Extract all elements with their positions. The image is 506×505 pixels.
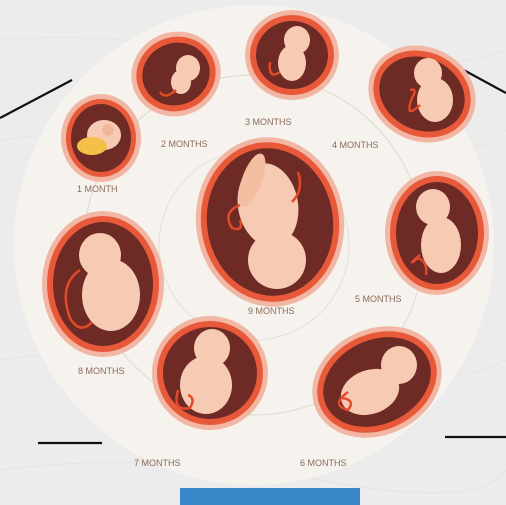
label-1-month: 1 MONTH — [77, 184, 118, 194]
womb-month-5 — [385, 171, 489, 295]
label-7-months: 7 MONTHS — [134, 458, 181, 468]
label-5-months: 5 MONTHS — [355, 294, 402, 304]
womb-month-8 — [42, 211, 164, 357]
label-2-months: 2 MONTHS — [161, 139, 208, 149]
womb-month-3 — [245, 10, 339, 100]
label-3-months: 3 MONTHS — [245, 117, 292, 127]
womb-month-7 — [152, 316, 268, 430]
blue-band — [180, 488, 360, 505]
label-8-months: 8 MONTHS — [78, 366, 125, 376]
womb-month-1 — [61, 94, 141, 182]
label-4-months: 4 MONTHS — [332, 140, 379, 150]
label-6-months: 6 MONTHS — [300, 458, 347, 468]
label-9-months: 9 MONTHS — [248, 306, 295, 316]
